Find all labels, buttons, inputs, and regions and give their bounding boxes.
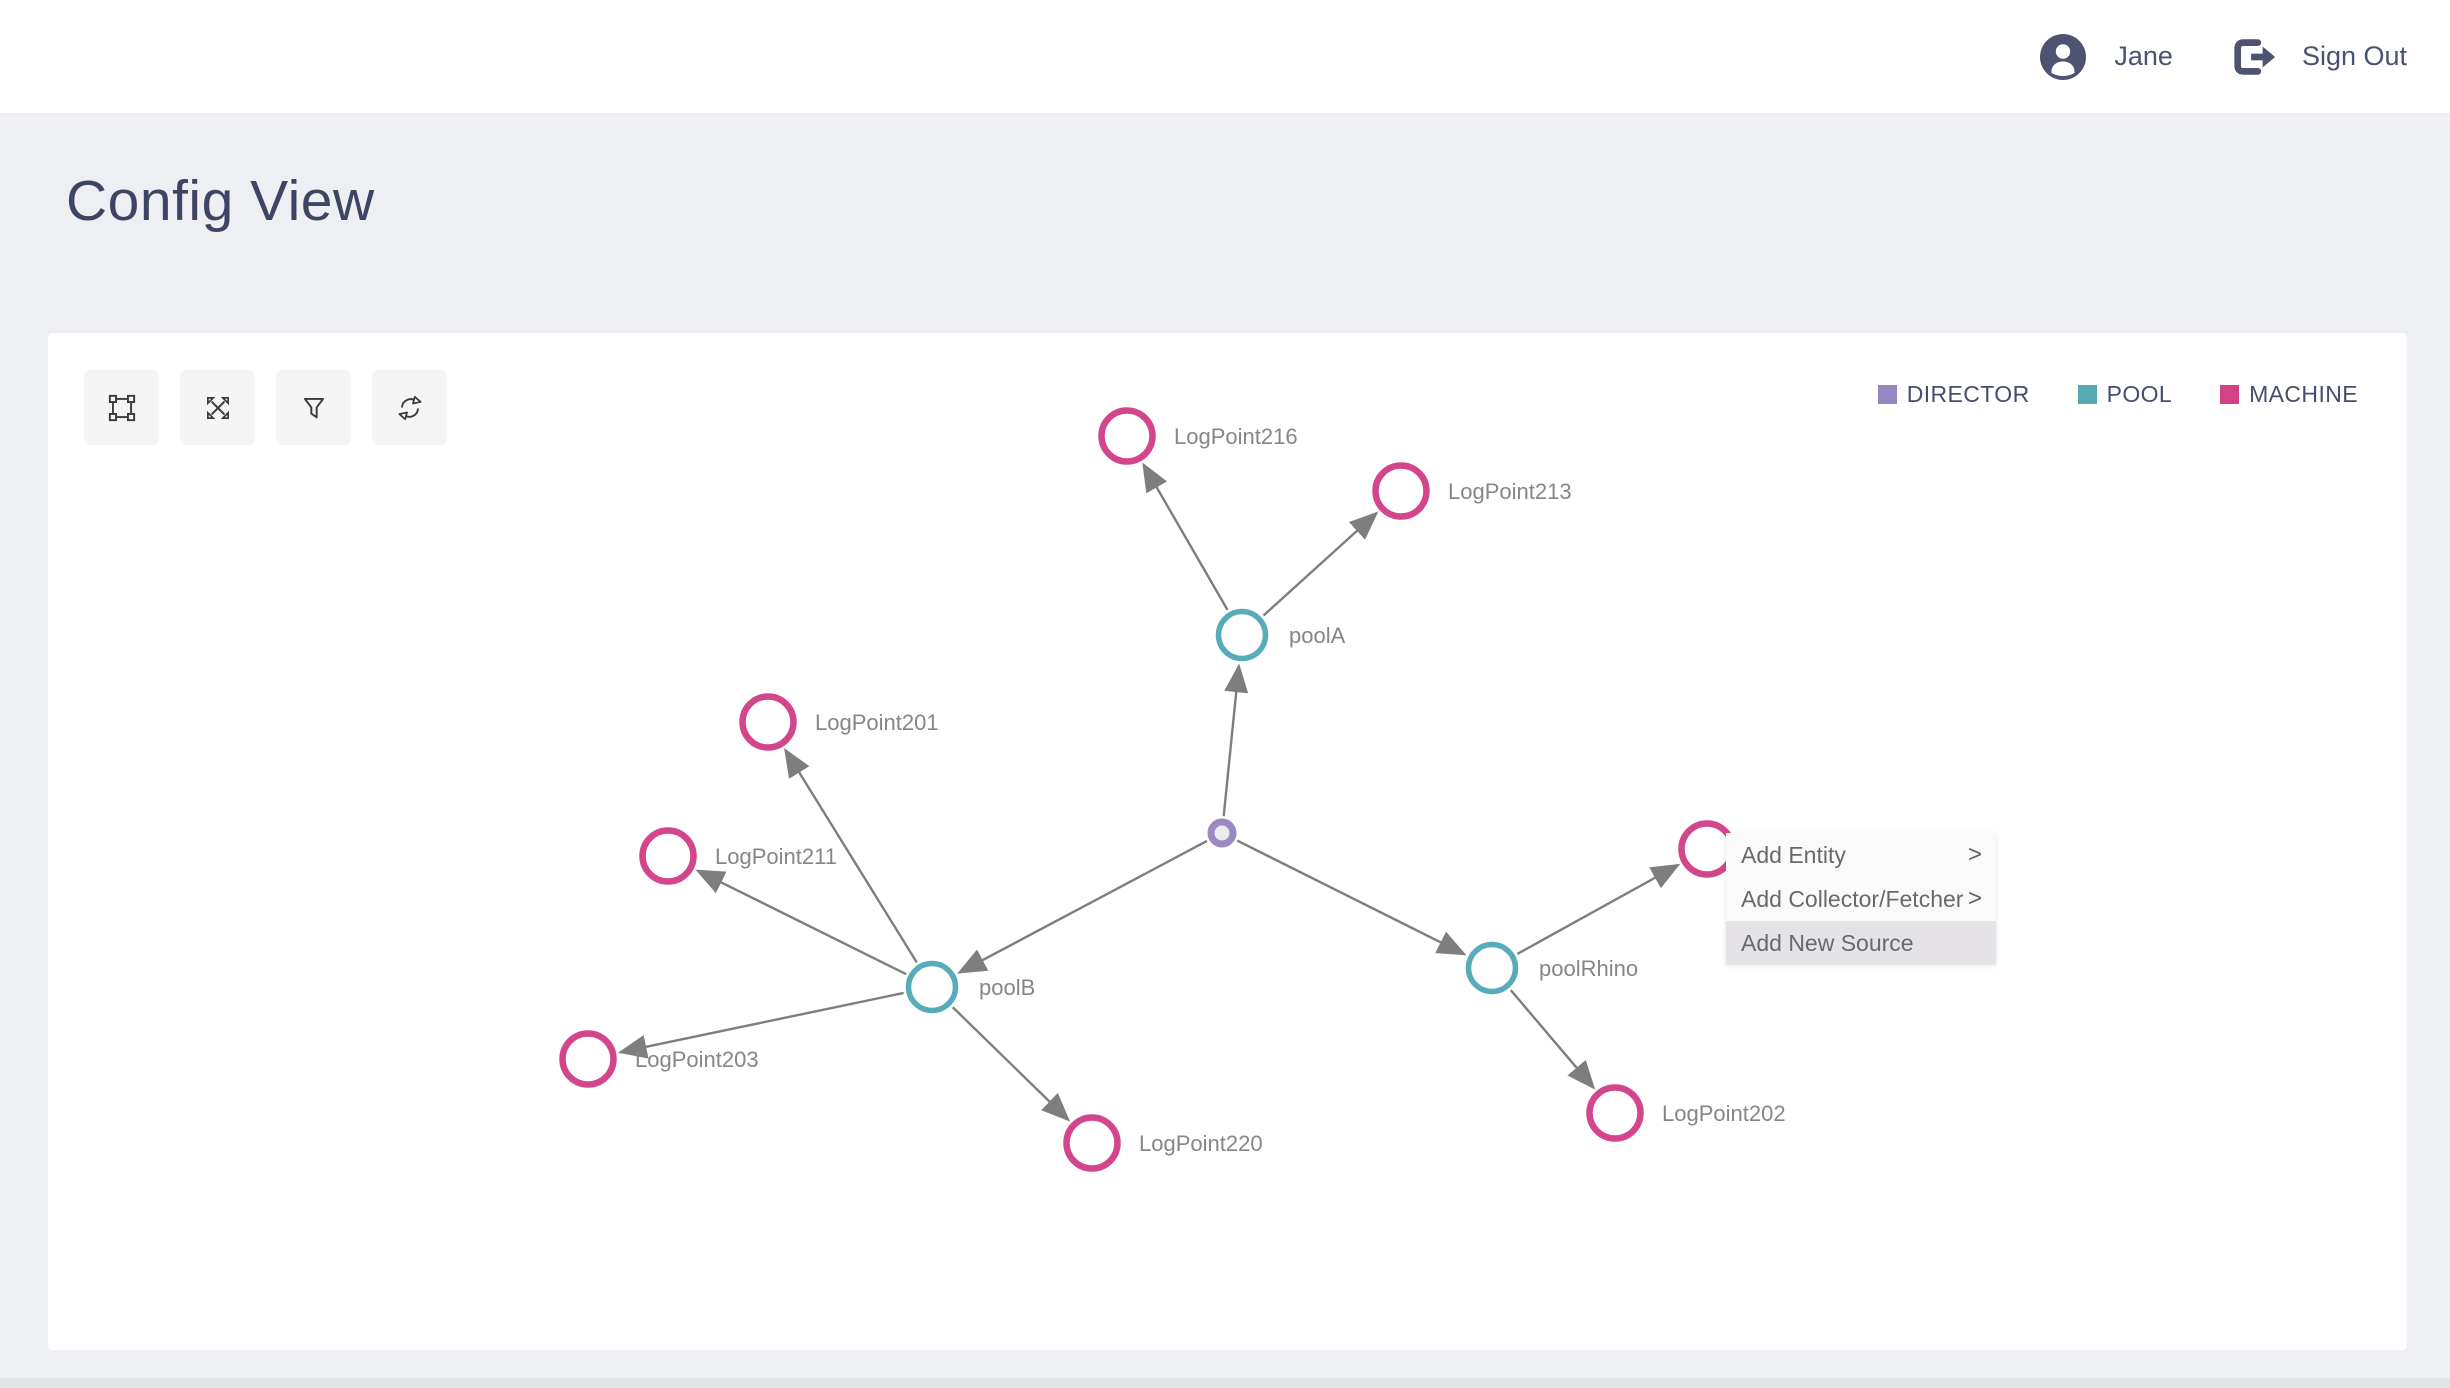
- expand-graph-button[interactable]: [180, 370, 255, 445]
- graph-node-LogPoint201[interactable]: [739, 693, 797, 751]
- graph-node-label: LogPoint201: [815, 710, 939, 735]
- marquee-select-icon: [108, 394, 135, 421]
- sign-out-icon: [2234, 38, 2276, 75]
- menu-item-label: Add Collector/Fetcher: [1741, 885, 1964, 912]
- graph-node-label: LogPoint213: [1448, 479, 1572, 504]
- menu-item-add-collector-fetcher[interactable]: Add Collector/Fetcher >: [1726, 877, 1996, 921]
- filter-funnel-icon: [303, 397, 324, 418]
- machine-color-swatch: [2220, 385, 2240, 404]
- graph-node-label: LogPoint203: [635, 1047, 759, 1072]
- user-name: Jane: [2114, 41, 2173, 71]
- graph-node-LogPoint211[interactable]: [639, 827, 697, 885]
- legend-label: DIRECTOR: [1906, 381, 2030, 407]
- menu-item-add-new-source[interactable]: Add New Source: [1726, 921, 1996, 965]
- graph-node-label: poolRhino: [1539, 956, 1638, 981]
- graph-edge: [1509, 989, 1596, 1090]
- legend-item-pool: POOL: [2077, 381, 2173, 408]
- graph-node-director[interactable]: [1207, 818, 1237, 848]
- context-menu: Add Entity > Add Collector/Fetcher > Add…: [1726, 833, 1996, 965]
- submenu-arrow-icon: >: [1967, 885, 1982, 912]
- legend-label: MACHINE: [2249, 381, 2358, 407]
- graph-edge: [957, 839, 1208, 974]
- legend-item-director: DIRECTOR: [1877, 381, 2030, 408]
- graph-node-LogPoint202[interactable]: [1586, 1084, 1644, 1142]
- graph-node-LogPoint216[interactable]: [1098, 407, 1156, 465]
- graph-edge: [951, 1006, 1071, 1122]
- sign-out-label: Sign Out: [2301, 41, 2407, 71]
- graph-node-label: LogPoint216: [1174, 424, 1298, 449]
- legend-item-machine: MACHINE: [2220, 381, 2358, 408]
- submenu-arrow-icon: >: [1967, 841, 1982, 868]
- graph-edge: [1516, 863, 1681, 956]
- graph-edge: [1262, 511, 1379, 617]
- bottom-scroll-strip: [0, 1378, 2450, 1388]
- graph-node-poolRhino[interactable]: [1465, 941, 1519, 995]
- refresh-sync-icon: [397, 395, 422, 420]
- graph-node-LogPoint213[interactable]: [1372, 462, 1430, 520]
- graph-edge: [1142, 462, 1229, 611]
- menu-item-label: Add Entity: [1741, 841, 1846, 868]
- graph-node-LogPoint203[interactable]: [559, 1030, 617, 1088]
- graph-node-poolB[interactable]: [905, 960, 959, 1014]
- refresh-button[interactable]: [372, 370, 447, 445]
- menu-item-label: Add New Source: [1741, 929, 1914, 956]
- user-avatar-icon: [2040, 33, 2087, 80]
- graph-node-label: LogPoint211: [715, 844, 837, 869]
- expand-arrows-icon: [206, 396, 229, 419]
- menu-item-add-entity[interactable]: Add Entity >: [1726, 833, 1996, 877]
- graph-edge: [617, 991, 904, 1059]
- graph-node-label: poolA: [1289, 623, 1346, 648]
- pool-color-swatch: [2077, 385, 2097, 404]
- legend-label: POOL: [2106, 381, 2173, 407]
- graph-edge: [1236, 839, 1467, 956]
- top-header: Jane Sign Out: [0, 0, 2450, 113]
- graph-edge: [784, 748, 918, 963]
- director-color-swatch: [1877, 385, 1897, 404]
- user-menu[interactable]: Jane: [2040, 33, 2173, 80]
- sign-out-button[interactable]: Sign Out: [2231, 37, 2407, 77]
- graph-node-label: LogPoint220: [1139, 1131, 1263, 1156]
- filter-button[interactable]: [276, 370, 351, 445]
- graph-node-label: LogPoint202: [1662, 1101, 1786, 1126]
- graph-node-label: poolB: [979, 975, 1035, 1000]
- graph-edge: [695, 869, 907, 976]
- graph-node-machine-new[interactable]: [1678, 820, 1736, 878]
- graph-legend: DIRECTOR POOL MACHINE: [1877, 381, 2358, 408]
- page-title: Config View: [66, 169, 375, 233]
- graph-edge: [1222, 663, 1249, 817]
- graph-node-poolA[interactable]: [1215, 608, 1269, 662]
- marquee-select-button[interactable]: [84, 370, 159, 445]
- graph-node-LogPoint220[interactable]: [1063, 1114, 1121, 1172]
